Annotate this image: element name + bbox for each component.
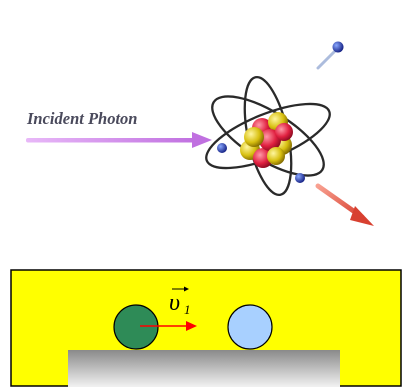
- incident-photon-label: Incident Photon: [26, 109, 137, 128]
- incident-photon-arrow: [26, 132, 212, 148]
- velocity-arrow: [140, 321, 197, 331]
- moving-ball: [113, 304, 159, 350]
- surface: [68, 350, 340, 387]
- atom: [205, 76, 331, 196]
- nucleus: [240, 112, 293, 168]
- ejected-photon-arrow: [315, 183, 374, 226]
- ejected-electron: [316, 41, 344, 70]
- velocity-symbol: υ: [169, 290, 180, 316]
- electron: [295, 173, 305, 183]
- photoelectric-panel: Incident Photon: [26, 41, 374, 226]
- velocity-subscript: 1: [184, 302, 191, 317]
- vector-arrow-icon: [172, 286, 189, 292]
- target-ball: [227, 304, 273, 350]
- velocity-label: υ 1: [169, 286, 191, 317]
- collision-panel: υ 1: [10, 269, 402, 387]
- electron: [217, 143, 227, 153]
